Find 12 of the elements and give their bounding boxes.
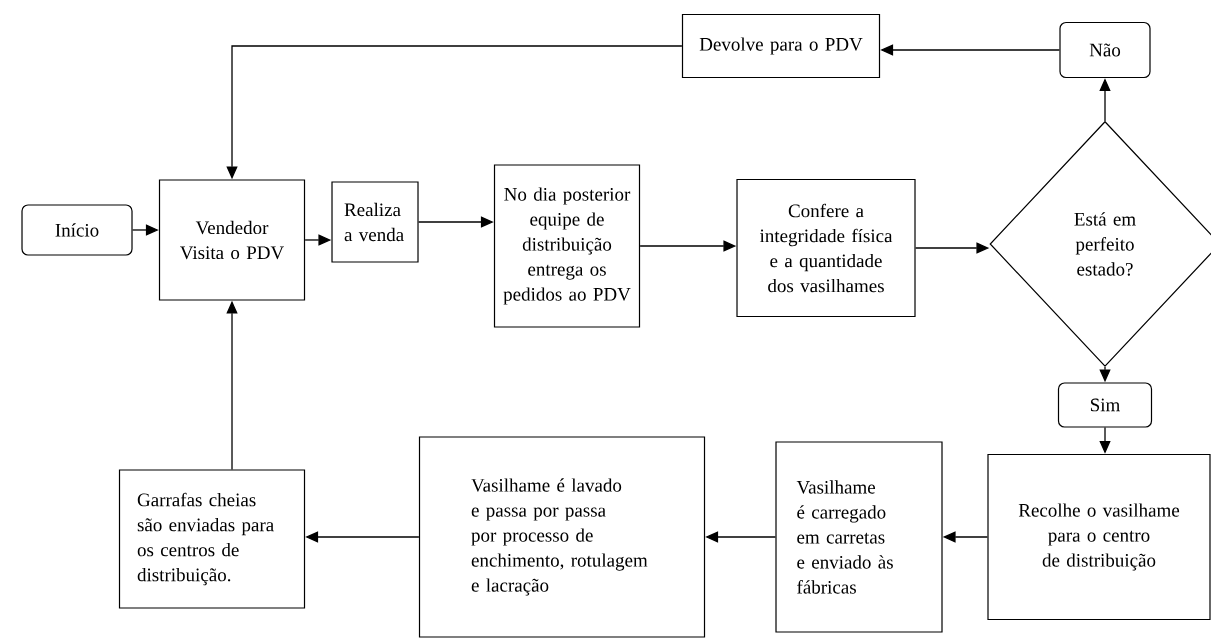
answer-box: Sim: [1057, 382, 1153, 428]
process-box: Garrafas cheias são enviadas para os centros de distribuição.: [118, 469, 306, 609]
process-box: Recolhe o vasilhame para o centro de distribuição: [987, 453, 1211, 621]
process-box: No dia posterior equipe de distribuição entrega os pedidos ao PDV: [493, 164, 641, 328]
start-box: Início: [21, 204, 133, 256]
process-box: Devolve para o PDV: [681, 13, 881, 79]
answer-box: Não: [1059, 21, 1151, 79]
process-box: Vendedor Visita o PDV: [158, 179, 306, 301]
process-box: Vasilhame é lavado e passa por passa por processo de enchimento, rotulagem e lacração: [418, 436, 706, 638]
process-box: Vasilhame é carregado em carretas e enviado às fábricas: [775, 441, 943, 633]
process-box: Realiza a venda: [331, 181, 419, 263]
process-box: Confere a integridade física e a quantidade dos vasilhames: [736, 178, 916, 318]
